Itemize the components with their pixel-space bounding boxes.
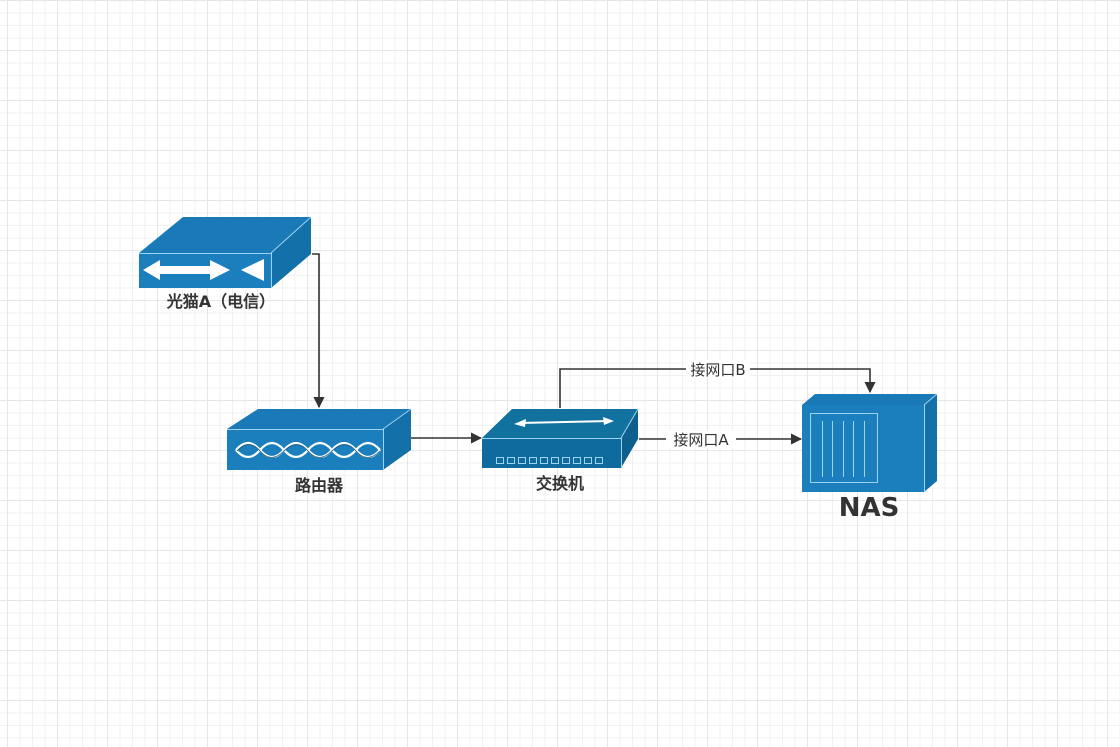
router-label: 路由器	[295, 476, 344, 495]
edge-label-b-bg	[686, 360, 750, 378]
modem-label: 光猫A（电信）	[166, 292, 275, 311]
edges: 接网口A 接网口B	[312, 253, 876, 449]
switch-label: 交换机	[536, 474, 584, 493]
nas-label: NAS	[839, 493, 900, 523]
switch-icon	[482, 408, 639, 468]
edge-label-port-a: 接网口A	[673, 431, 729, 449]
node-switch[interactable]: 交换机	[482, 408, 639, 493]
router-icon	[227, 408, 412, 470]
nas-server-icon	[802, 393, 938, 492]
optical-modem-icon	[139, 216, 312, 288]
node-router[interactable]: 路由器	[227, 408, 412, 495]
edge-modem-to-router[interactable]	[312, 253, 325, 409]
edge-label-port-b: 接网口B	[690, 361, 745, 379]
edge-label-a-bg	[666, 430, 736, 448]
node-modem[interactable]: 光猫A（电信）	[139, 216, 312, 311]
node-nas[interactable]: NAS	[802, 393, 938, 523]
